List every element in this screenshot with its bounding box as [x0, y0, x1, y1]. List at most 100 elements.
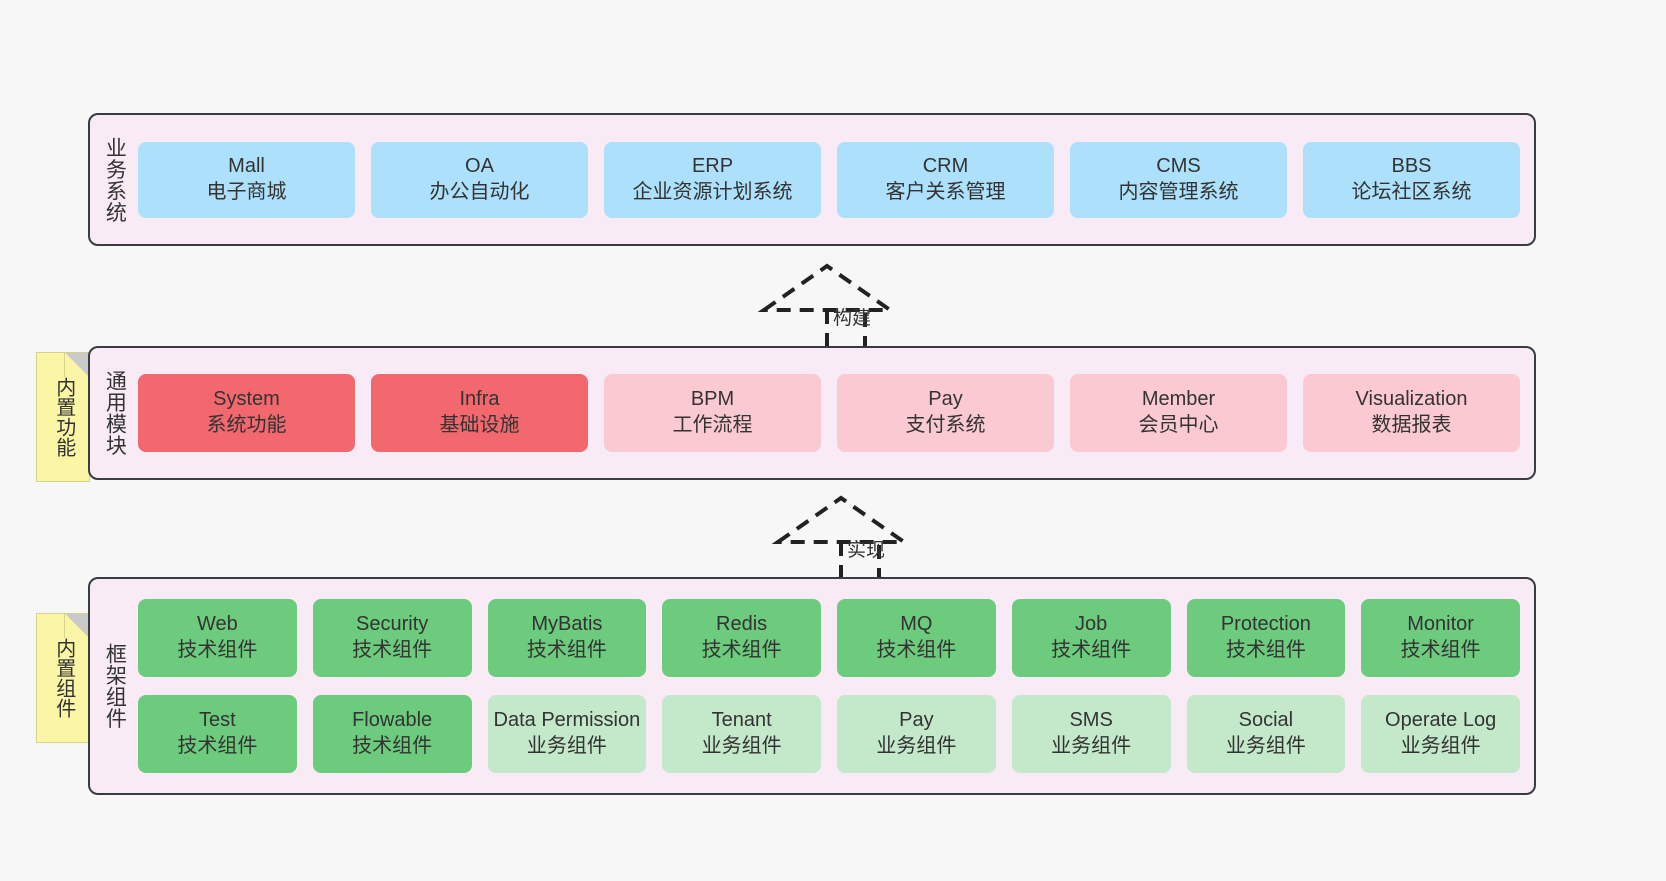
card-title-cn: 技术组件 [352, 639, 433, 661]
card-row: Test 技术组件 Flowable 技术组件 Data Permission … [138, 695, 1520, 773]
card-title-en: Security [356, 613, 429, 636]
card-title-en: SMS [1069, 709, 1113, 732]
card-test[interactable]: Test 技术组件 [138, 695, 297, 773]
card-pay-module[interactable]: Pay 支付系统 [837, 374, 1054, 452]
card-title-cn: 技术组件 [1400, 639, 1481, 661]
card-social[interactable]: Social 业务组件 [1186, 695, 1346, 773]
card-oa[interactable]: OA 办公自动化 [371, 141, 588, 218]
card-title-cn: 业务组件 [1051, 735, 1132, 757]
card-bpm[interactable]: BPM 工作流程 [604, 374, 821, 452]
card-mybatis[interactable]: MyBatis 技术组件 [487, 599, 647, 677]
card-security[interactable]: Security 技术组件 [312, 599, 472, 677]
card-system[interactable]: System 系统功能 [138, 374, 355, 452]
card-infra[interactable]: Infra 基础设施 [371, 374, 588, 452]
layer-body-business-system: Mall 电子商城 OA 办公自动化 ERP 企业资源计划系统 CRM 客户关系… [138, 115, 1534, 244]
card-row: Web 技术组件 Security 技术组件 MyBatis 技术组件 Redi… [138, 599, 1520, 677]
card-title-en: MQ [900, 613, 933, 636]
card-mq[interactable]: MQ 技术组件 [837, 599, 996, 677]
card-redis[interactable]: Redis 技术组件 [662, 599, 821, 677]
layer-common-module: 通用模块 System 系统功能 Infra 基础设施 BPM 工作流程 Pay… [88, 346, 1536, 480]
card-title-en: CMS [1156, 154, 1201, 177]
card-job[interactable]: Job 技术组件 [1011, 599, 1171, 677]
card-row: Mall 电子商城 OA 办公自动化 ERP 企业资源计划系统 CRM 客户关系… [138, 141, 1520, 218]
card-title-cn: 业务组件 [1400, 735, 1481, 757]
note-builtin-function: 内置功能 [36, 352, 90, 482]
card-title-en: Redis [716, 613, 768, 636]
card-pay-component[interactable]: Pay 业务组件 [837, 695, 996, 773]
card-title-en: Data Permission [493, 709, 641, 732]
card-title-cn: 技术组件 [177, 735, 258, 757]
card-title-cn: 内容管理系统 [1118, 180, 1239, 203]
card-title-en: CRM [922, 154, 969, 177]
card-title-en: BPM [690, 388, 735, 411]
note-fold-corner-icon [64, 614, 89, 638]
card-title-en: Protection [1220, 613, 1311, 636]
layer-title-business-system: 业务系统 [103, 136, 127, 223]
card-title-cn: 支付系统 [905, 414, 986, 436]
card-title-cn: 技术组件 [1051, 639, 1132, 661]
card-title-en: Pay [899, 709, 934, 732]
card-tenant[interactable]: Tenant 业务组件 [662, 695, 821, 773]
card-mall[interactable]: Mall 电子商城 [138, 141, 355, 218]
card-title-cn: 技术组件 [876, 639, 957, 661]
card-title-cn: 技术组件 [701, 639, 782, 661]
card-monitor[interactable]: Monitor 技术组件 [1361, 599, 1520, 677]
card-title-cn: 技术组件 [1225, 639, 1306, 661]
card-title-en: System [213, 388, 280, 411]
card-title-en: Mall [228, 154, 265, 177]
card-title-cn: 业务组件 [876, 735, 957, 757]
connector-realize: 实现 [771, 494, 926, 584]
card-sms[interactable]: SMS 业务组件 [1011, 695, 1171, 773]
card-cms[interactable]: CMS 内容管理系统 [1070, 141, 1287, 218]
note-builtin-component: 内置组件 [36, 613, 90, 743]
card-flowable[interactable]: Flowable 技术组件 [312, 695, 472, 773]
card-title-cn: 会员中心 [1138, 414, 1219, 436]
layer-body-common-module: System 系统功能 Infra 基础设施 BPM 工作流程 Pay 支付系统… [138, 348, 1534, 478]
card-operate-log[interactable]: Operate Log 业务组件 [1361, 695, 1520, 773]
card-title-cn: 技术组件 [177, 639, 258, 661]
card-title-cn: 论坛社区系统 [1351, 180, 1472, 203]
card-title-en: Visualization [1355, 388, 1468, 411]
card-row: System 系统功能 Infra 基础设施 BPM 工作流程 Pay 支付系统… [138, 374, 1520, 452]
connector-build-label: 构建 [833, 308, 872, 329]
connector-build: 构建 [757, 262, 912, 352]
card-title-en: Infra [459, 388, 500, 411]
card-visualization[interactable]: Visualization 数据报表 [1303, 374, 1520, 452]
card-erp[interactable]: ERP 企业资源计划系统 [604, 141, 821, 218]
card-title-en: Monitor [1407, 613, 1474, 636]
card-title-en: Operate Log [1385, 709, 1497, 732]
card-title-cn: 电子商城 [206, 180, 287, 203]
note-fold-corner-icon [64, 353, 89, 377]
card-title-cn: 数据报表 [1371, 414, 1452, 436]
card-title-cn: 办公自动化 [429, 180, 530, 203]
card-title-cn: 业务组件 [526, 735, 607, 757]
card-title-en: OA [465, 154, 494, 177]
layer-body-framework-component: Web 技术组件 Security 技术组件 MyBatis 技术组件 Redi… [138, 579, 1534, 793]
card-title-en: Tenant [711, 709, 772, 732]
card-title-en: Web [196, 613, 238, 636]
layer-framework-component: 框架组件 Web 技术组件 Security 技术组件 MyBatis 技术组件… [88, 577, 1536, 795]
card-title-en: Member [1141, 388, 1216, 411]
card-protection[interactable]: Protection 技术组件 [1186, 599, 1346, 677]
card-title-en: Social [1238, 709, 1294, 732]
note-label: 内置组件 [52, 638, 75, 718]
layer-title-common-module: 通用模块 [103, 370, 127, 456]
card-title-cn: 客户关系管理 [885, 180, 1006, 203]
card-member[interactable]: Member 会员中心 [1070, 374, 1287, 452]
card-title-cn: 企业资源计划系统 [632, 180, 793, 203]
card-title-en: ERP [691, 154, 734, 177]
connector-realize-arrow [771, 495, 911, 584]
card-crm[interactable]: CRM 客户关系管理 [837, 141, 1054, 218]
card-title-cn: 工作流程 [672, 414, 753, 436]
card-title-cn: 技术组件 [352, 735, 433, 757]
card-bbs[interactable]: BBS 论坛社区系统 [1303, 141, 1520, 218]
card-title-cn: 技术组件 [526, 639, 607, 661]
card-title-cn: 业务组件 [701, 735, 782, 757]
card-web[interactable]: Web 技术组件 [138, 599, 297, 677]
connector-realize-label: 实现 [847, 540, 886, 561]
card-title-cn: 基础设施 [439, 414, 520, 436]
card-data-permission[interactable]: Data Permission 业务组件 [487, 695, 647, 773]
card-title-en: Pay [928, 388, 963, 411]
card-title-cn: 业务组件 [1225, 735, 1306, 757]
